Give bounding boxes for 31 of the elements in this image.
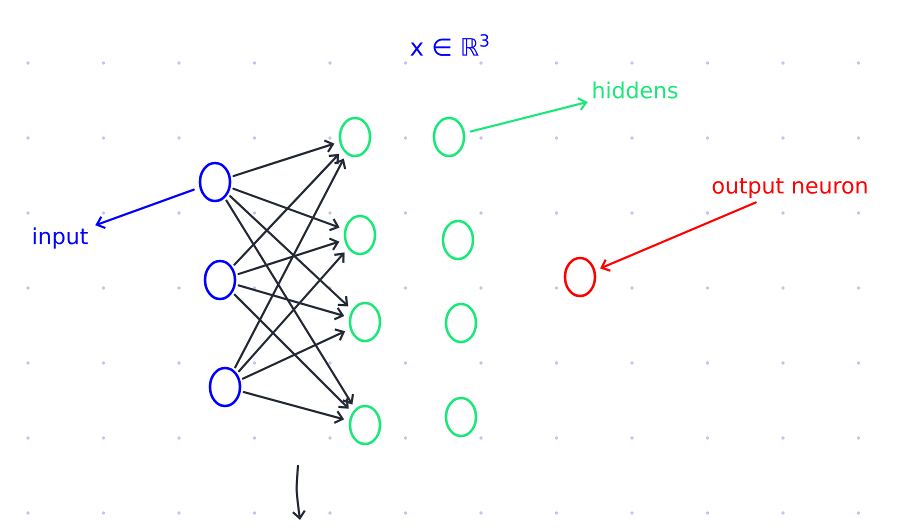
hidden-neuron [432, 116, 466, 158]
output-neuron [564, 256, 596, 298]
hidden-neuron [344, 214, 376, 256]
connection-arrow [242, 328, 346, 380]
hidden-neuron [348, 404, 382, 446]
hidden-neuron [338, 116, 372, 158]
input-neuron [198, 162, 232, 202]
input-label: input [34, 227, 88, 249]
input-neuron [208, 366, 242, 408]
hidden-neuron [442, 220, 474, 260]
connection-arrow [234, 158, 346, 368]
hidden-neuron [444, 396, 478, 438]
connection-arrow [229, 195, 348, 306]
leader-arrow [470, 97, 588, 133]
hiddens-label: hiddens [594, 81, 678, 99]
connection-arrow [232, 140, 334, 178]
connection-arrow [233, 154, 340, 266]
connection-arrow [238, 238, 340, 276]
connection-arrow [242, 391, 344, 424]
connection-arrow [238, 252, 345, 372]
leader-arrow [95, 188, 195, 230]
leader-arrow [600, 201, 757, 272]
hidden-neuron [444, 302, 478, 344]
connection-arrow [225, 200, 354, 405]
output-label: output neuron [712, 178, 867, 198]
connection-arrow [238, 284, 344, 320]
vector-space-label: x ∈ ℝ$^{3}$ [410, 34, 488, 56]
hidden-neuron [348, 302, 382, 342]
input-neuron [204, 260, 236, 300]
connection-arrow [232, 188, 340, 232]
connection-arrow [234, 294, 349, 409]
